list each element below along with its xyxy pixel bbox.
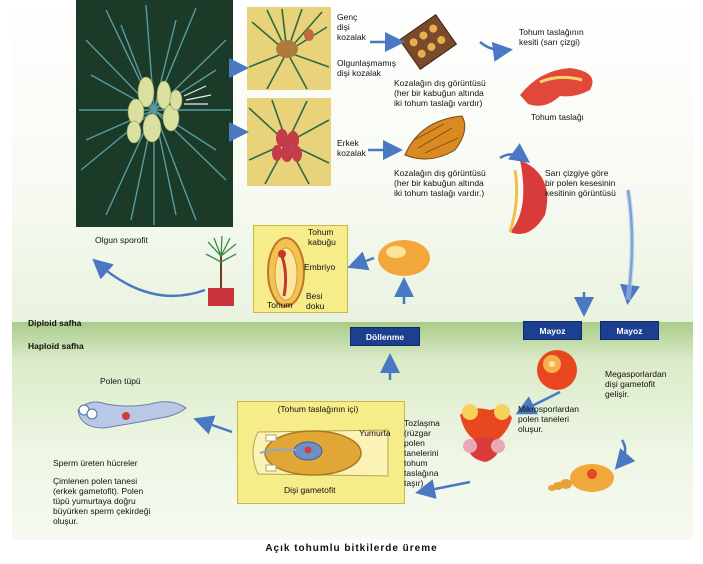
- pollination-label: Tozlaşma (rüzgar polen tanelerini tohum …: [404, 418, 440, 488]
- seed-orb-illustration: [378, 240, 430, 276]
- seed-label: Tohum: [267, 300, 293, 310]
- female-gametophyte-label: Dişi gametofit: [284, 485, 336, 495]
- immature-female-cone-label: Olgunlaşmamış dişi kozalak: [337, 58, 397, 78]
- mature-sporophyte-photo: [76, 0, 233, 227]
- ovule-section-illustration: [520, 68, 593, 106]
- seed-box: [253, 225, 348, 313]
- young-female-cone-photo: [247, 7, 331, 90]
- seedling-illustration: [205, 235, 237, 306]
- microspore-label: Mikrosporlardan polen taneleri oluşur.: [518, 404, 579, 434]
- young-female-cone-label: Genç dişi kozalak: [337, 12, 366, 42]
- megaspore-label: Megasporlardan dişi gametofit gelişir.: [605, 369, 667, 399]
- meiosis-box-left: Mayoz: [523, 321, 582, 340]
- meiosis-box-right: Mayoz: [600, 321, 659, 340]
- cone-outer-view-label-2: Kozalağın dış görüntüsü (her bir kabuğun…: [394, 168, 486, 198]
- sperm-cells-label: Sperm üreten hücreler: [53, 458, 138, 468]
- figure-caption: Açık tohumlu bitkilerde üreme: [265, 543, 438, 554]
- female-gametophyte-illustration: [548, 464, 614, 492]
- cone-outer-view-label-1: Kozalağın dış görüntüsü (her bir kabuğun…: [394, 78, 486, 108]
- ovule-interior-box: [237, 401, 405, 504]
- endosperm-label: Besi doku: [306, 291, 325, 311]
- male-cone-label: Erkek kozalak: [337, 138, 366, 158]
- male-cone-photo: [247, 98, 331, 186]
- germinating-pollen-illustration: [77, 401, 187, 429]
- egg-label: Yumurta: [359, 428, 391, 438]
- fertilization-box: Döllenme: [350, 327, 420, 346]
- germinating-pollen-label: Çimlenen polen tanesi (erkek gametofit).…: [53, 476, 151, 526]
- pollen-tube-label: Polen tüpü: [100, 376, 141, 386]
- megaspore-orb-illustration: [537, 350, 577, 390]
- diploid-phase-label: Diploid safha: [28, 318, 82, 328]
- embryo-label: Embriyo: [304, 262, 336, 272]
- cone-scale-illustration: [398, 13, 458, 71]
- haploid-phase-label: Haploid safha: [28, 341, 84, 351]
- female-cone-illustration: [404, 115, 466, 160]
- cycle-arrows: [92, 32, 640, 499]
- seed-coat-label: Tohum kabuğu: [308, 227, 336, 247]
- ovule-interior-label: (Tohum taslağının içi): [277, 404, 359, 414]
- pollen-grains-illustration: [460, 404, 512, 462]
- ovule-label: Tohum taslağı: [531, 112, 584, 122]
- ovule-section-label: Tohum taslağının kesiti (sarı çizgi): [519, 27, 584, 47]
- pollen-sac-section-illustration: [508, 160, 548, 234]
- mature-sporophyte-label: Olgun sporofit: [95, 235, 148, 245]
- pollen-sac-section-label: Sarı çizgiye göre bir polen kesesinin ke…: [545, 168, 616, 198]
